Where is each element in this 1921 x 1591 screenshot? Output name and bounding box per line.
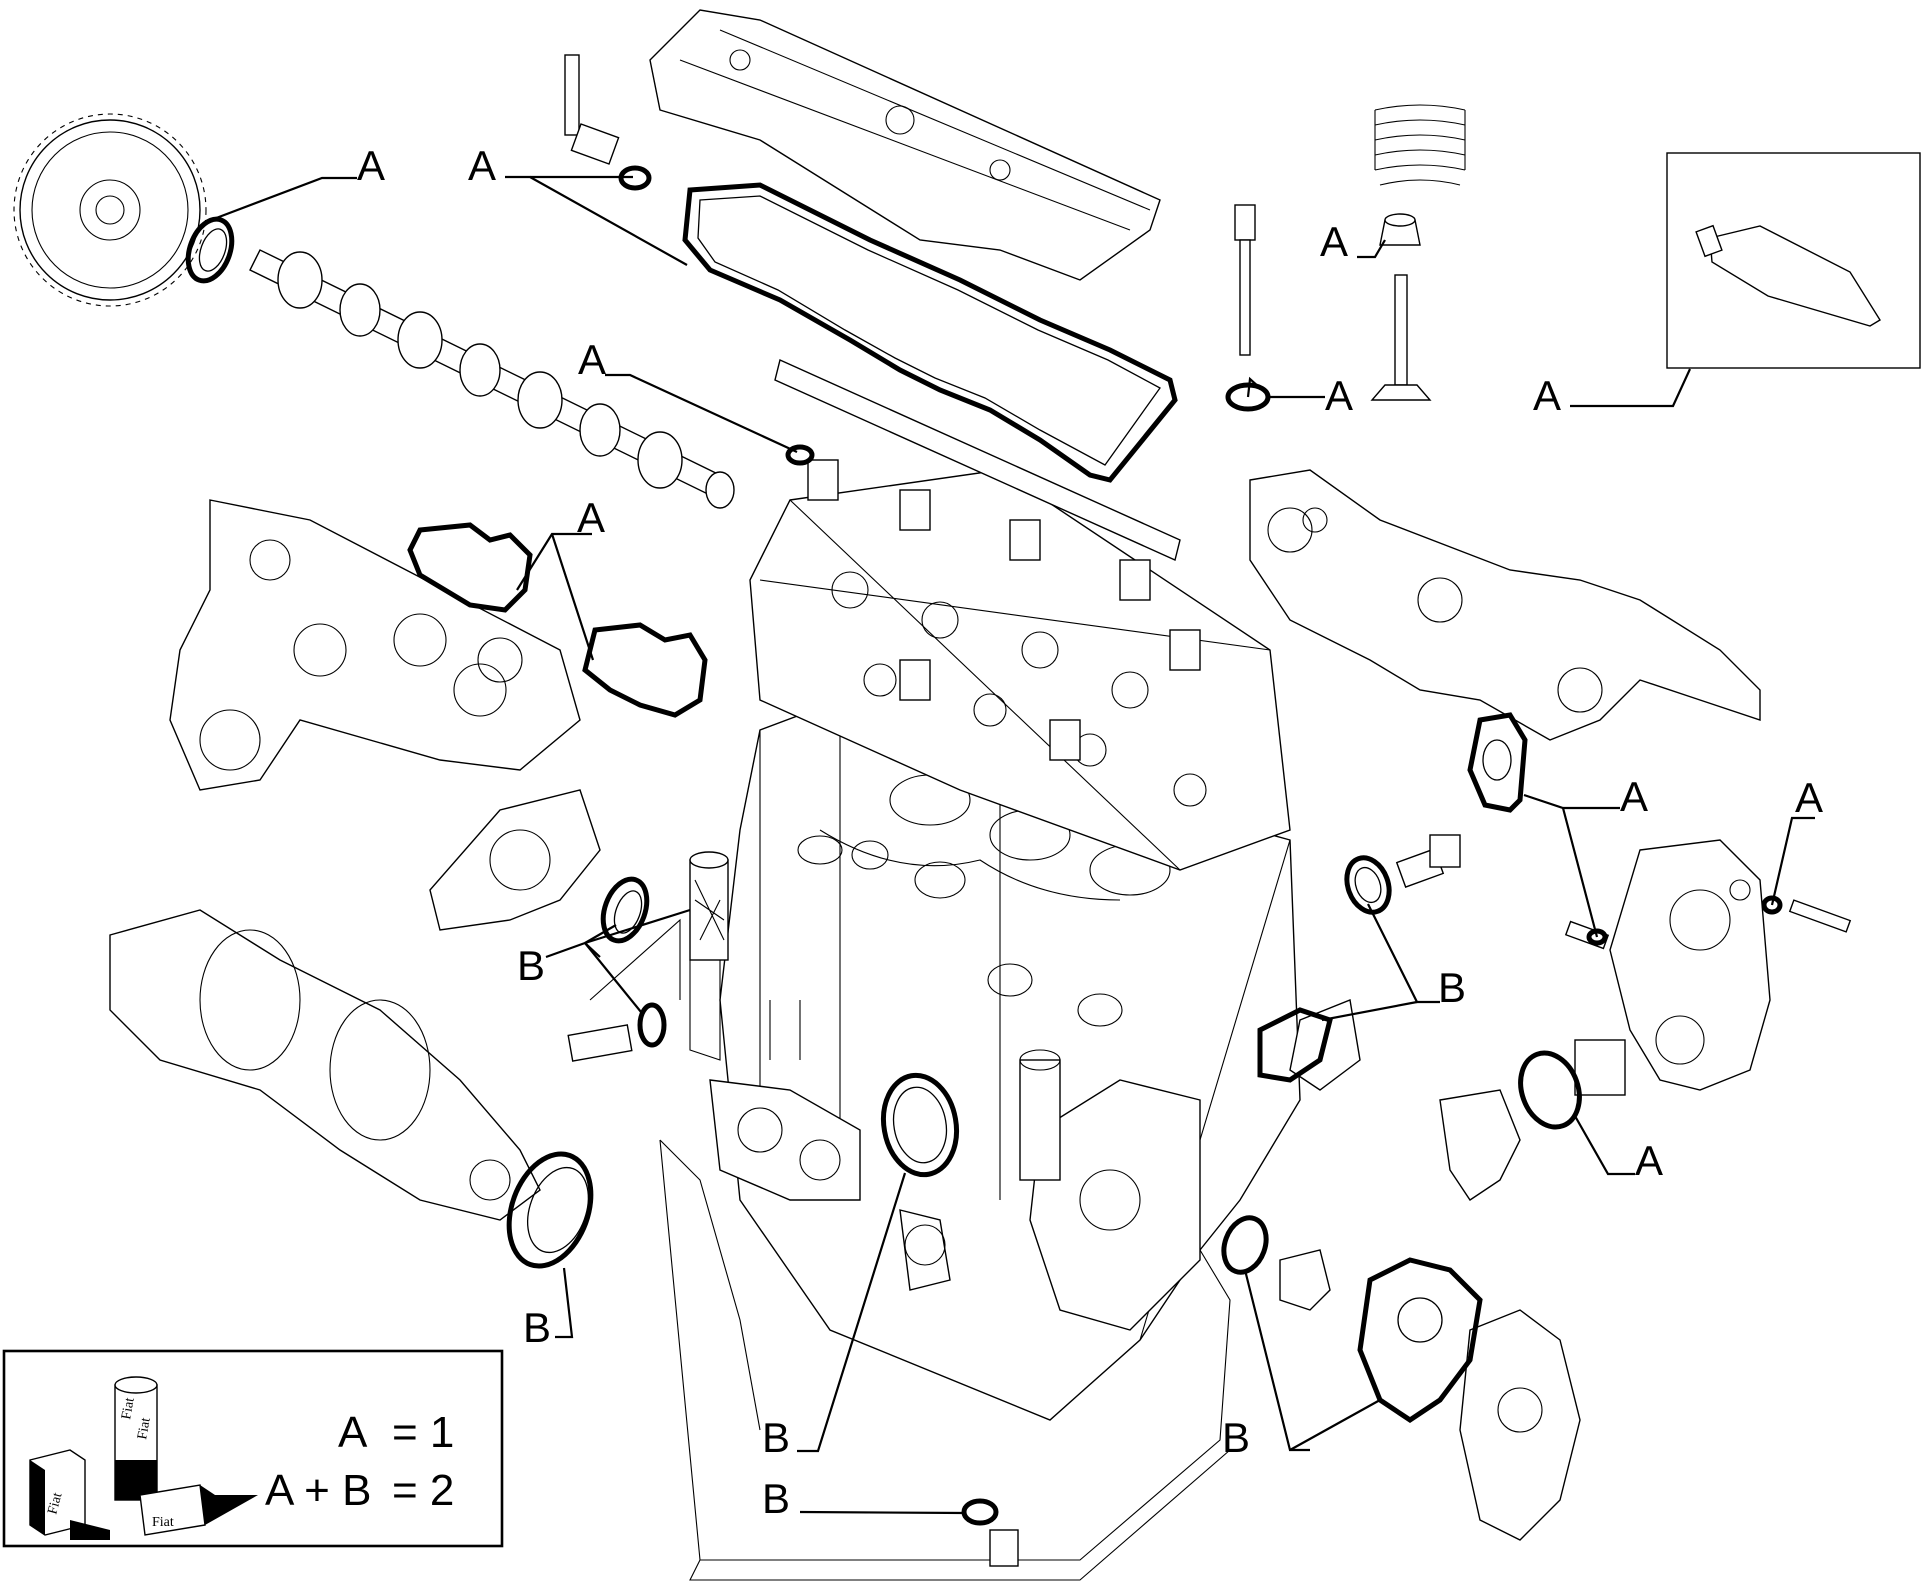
callout-a-pump-bolt: A [1795, 774, 1823, 821]
sealant-tube-icon [1695, 224, 1881, 327]
intake-manifold [169, 499, 581, 791]
intake-gasket [407, 522, 708, 718]
water-pump [1459, 1309, 1581, 1541]
can-brand-1: Fiat [119, 1397, 138, 1421]
callout-a-sealant: A [1533, 372, 1561, 419]
legend-ab-value: = 2 [392, 1466, 454, 1515]
callout-a-cam-seal: A [357, 142, 385, 189]
callout-a-valve-cap: A [1320, 218, 1348, 265]
callout-labels: A A A A A A A A A A B B B B B B [357, 142, 1823, 1522]
can-brand-2: Fiat [135, 1417, 154, 1441]
callout-b-oil-seal-center: B [762, 1414, 790, 1461]
callout-b-side-cover: B [1438, 964, 1466, 1011]
legend-a-label: A [338, 1408, 368, 1457]
exhaust-manifold [1249, 469, 1761, 741]
thermostat-element [1279, 1249, 1331, 1311]
engine-block [589, 459, 1301, 1581]
valve [1370, 274, 1432, 401]
thermostat-housing [1439, 1039, 1626, 1201]
cover-stud [564, 54, 652, 191]
camshaft-sprocket [13, 113, 207, 307]
injection-pump [1609, 839, 1771, 1091]
callout-a-valve-seal: A [1325, 372, 1353, 419]
valve-cover-gasket [682, 182, 1178, 483]
water-pump-gasket [1357, 1257, 1483, 1424]
valve-stem-cap [1379, 213, 1421, 246]
callout-a-intake-gasket: A [577, 494, 605, 541]
water-pump-seal [1221, 1215, 1269, 1275]
drain-plug [961, 1498, 1019, 1567]
box-brand-2: Fiat [152, 1515, 174, 1530]
camshaft [249, 249, 735, 509]
pump-bolt [1564, 895, 1852, 950]
legend-a-value: = 1 [392, 1408, 454, 1457]
callout-b-crank-rear: B [523, 1304, 551, 1351]
callout-b-drain-plug: B [762, 1475, 790, 1522]
crankshaft [109, 909, 541, 1221]
legend-box: Fiat Fiat Fiat Fiat A = 1 A + B = 2 [2, 1349, 504, 1548]
valve-cover [649, 9, 1161, 281]
filter-element [689, 851, 729, 961]
thermostat-gasket [1518, 1050, 1582, 1130]
crank-rear-seal [506, 1151, 594, 1269]
side-cover [1257, 999, 1361, 1091]
head-bolt [1225, 204, 1271, 412]
side-seal [1344, 834, 1461, 915]
leader-lines [210, 175, 1815, 1515]
callout-a-small-oring: A [578, 336, 606, 383]
temp-sensor [567, 1002, 667, 1062]
box-brand-1: Fiat [45, 1491, 65, 1516]
fiat-kit-icon: Fiat Fiat Fiat Fiat [29, 1376, 258, 1540]
callout-b-water-pump: B [1222, 1414, 1250, 1461]
callout-b-front-seals: B [517, 942, 545, 989]
valve-spring [1374, 104, 1466, 186]
callout-a-exhaust-gasket: A [1620, 773, 1648, 820]
center-oil-seal [880, 1072, 960, 1178]
exhaust-gasket [1467, 712, 1528, 813]
camshaft-seal [185, 216, 235, 284]
rocker-shaft [774, 359, 1181, 561]
callout-a-valve-cover: A [468, 142, 496, 189]
front-cover [429, 789, 601, 931]
legend-ab-label: A + B [265, 1466, 371, 1515]
callout-a-thermostat: A [1635, 1137, 1663, 1184]
sealant-tube-box [1666, 152, 1921, 369]
